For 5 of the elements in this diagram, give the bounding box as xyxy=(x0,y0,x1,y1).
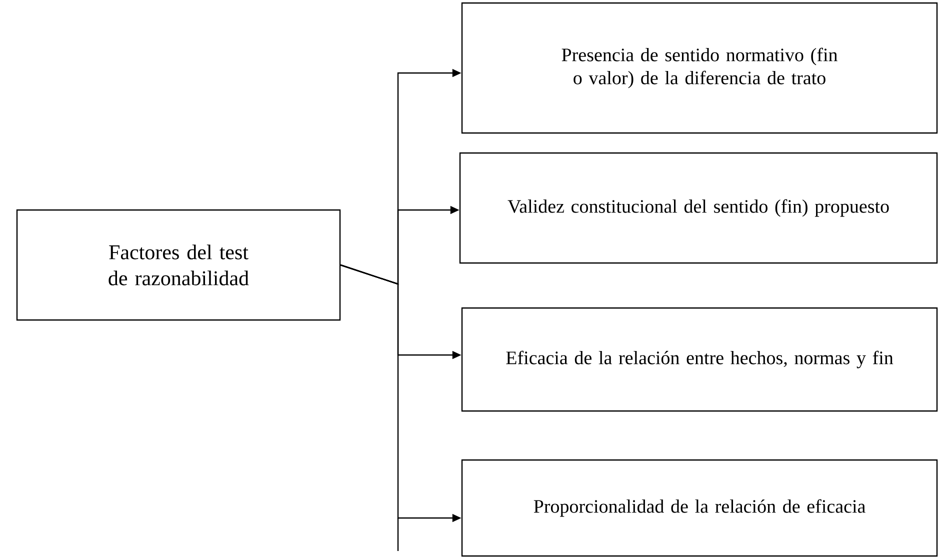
text-box: Presencia de sentido normativo (fin o valor) de la diferencia de trato xyxy=(461,2,938,134)
text-box: Factores del test de razonabilidad xyxy=(16,209,341,321)
text-box: Validez constitucional del sentido (fin) propuesto xyxy=(459,152,938,264)
text-box: Proporcionalidad de la relación de eficacia xyxy=(461,459,938,557)
text-box: Eficacia de la relación entre hechos, normas y fin xyxy=(461,307,938,412)
